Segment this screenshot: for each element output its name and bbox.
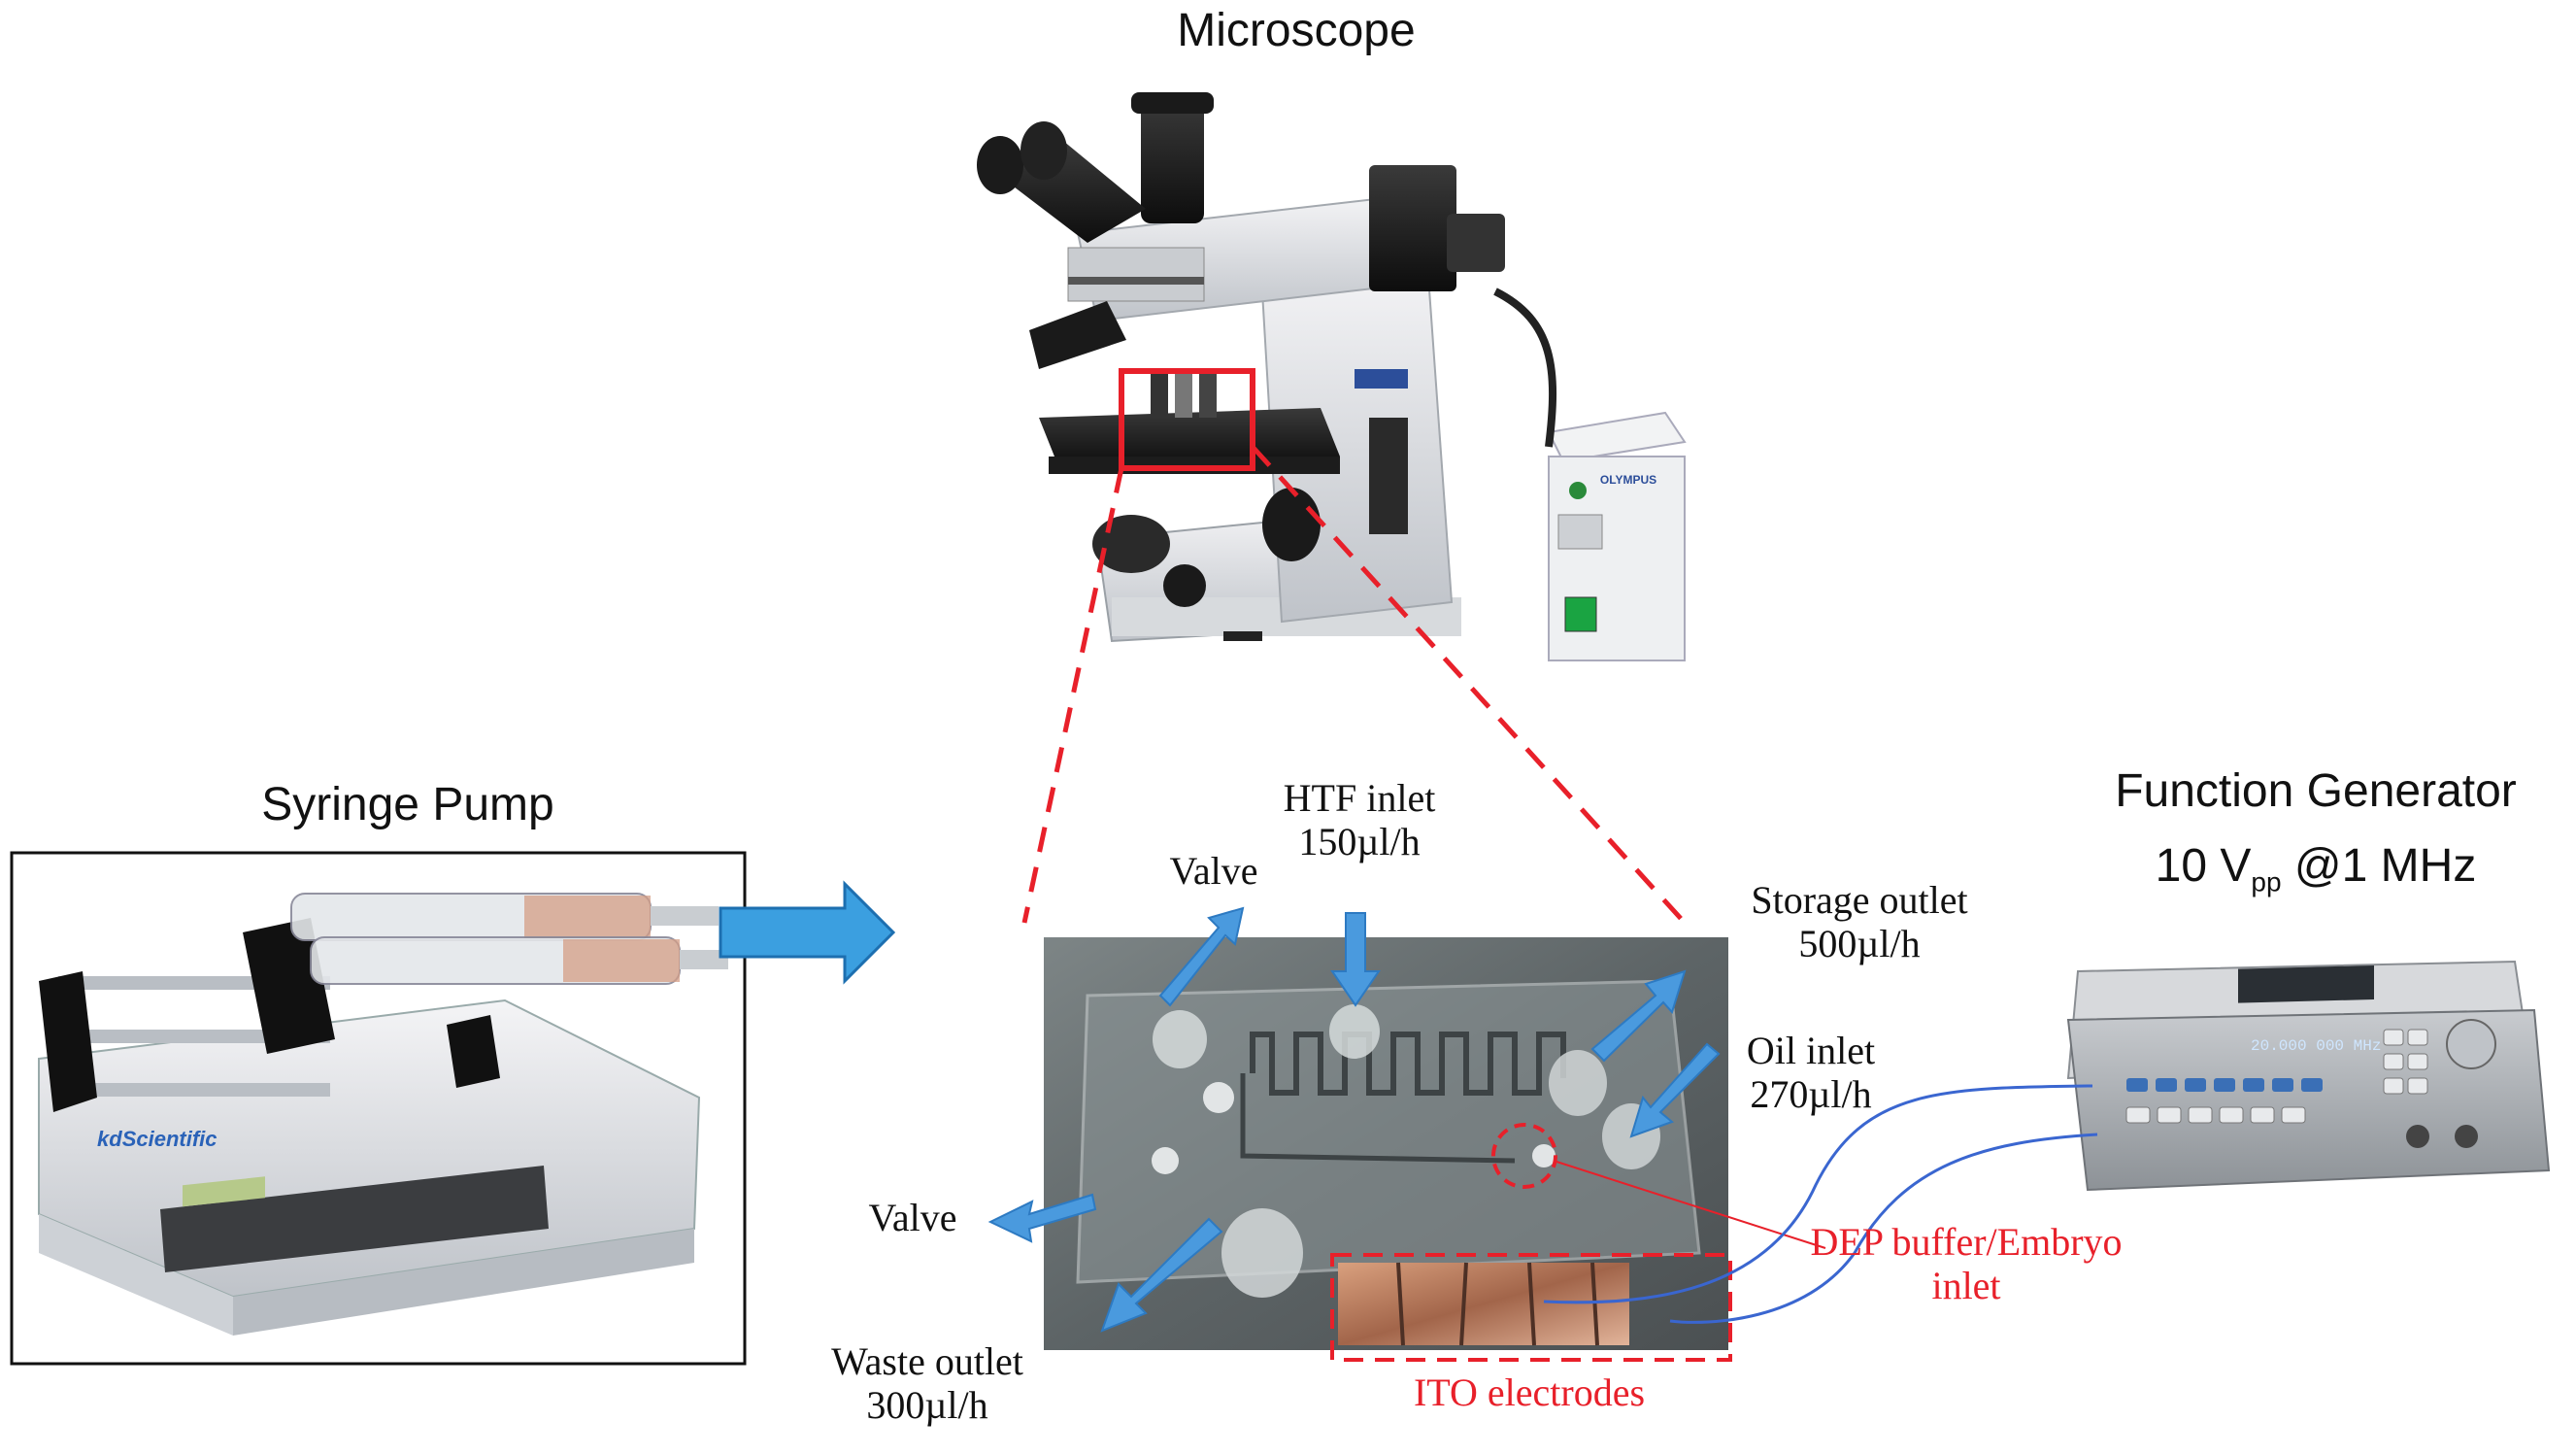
flow-arrow-pump-to-chip	[719, 880, 896, 985]
arrow-valve-top	[1158, 906, 1245, 1007]
arrow-oil-inlet	[1629, 1042, 1721, 1138]
microscope-title: Microscope	[1177, 5, 1416, 56]
waste-outlet-text: Waste outlet	[831, 1339, 1023, 1383]
fg-frequency: @1 MHz	[2293, 840, 2477, 892]
storage-outlet-text: Storage outlet	[1751, 878, 1968, 922]
microscope-image	[977, 92, 1687, 661]
ito-electrodes-box	[1330, 1253, 1732, 1362]
syringe-pump-image	[38, 893, 728, 1336]
microfluidic-chip-photo	[1044, 937, 1728, 1350]
fg-display-readout: 20.000 000 MHz	[2251, 1037, 2381, 1055]
htf-inlet-text: HTF inlet	[1283, 776, 1436, 820]
storage-outlet-rate: 500µl/h	[1798, 921, 1921, 965]
htf-inlet-label: HTF inlet 150µl/h	[1219, 776, 1500, 864]
fg-settings: 10 Vpp @1 MHz	[2088, 840, 2544, 897]
wire-1	[1543, 1084, 2093, 1304]
syringe-pump-title: Syringe Pump	[261, 779, 554, 830]
arrow-htf-inlet	[1330, 912, 1381, 1007]
valve-left-label: Valve	[868, 1196, 957, 1239]
olympus-logo: OLYMPUS	[1599, 473, 1657, 487]
fg-voltage-subscript: pp	[2251, 866, 2282, 897]
pump-brand-logo: kdScientific	[97, 1127, 217, 1151]
oil-inlet-label: Oil inlet 270µl/h	[1719, 1029, 1903, 1117]
dep-inlet-text: DEP buffer/Embryo	[1810, 1220, 2123, 1264]
wire-2	[1669, 1133, 2098, 1324]
waste-outlet-rate: 300µl/h	[866, 1382, 988, 1427]
oil-inlet-rate: 270µl/h	[1750, 1071, 1872, 1116]
dep-inlet-label: DEP buffer/Embryo inlet	[1806, 1220, 2126, 1308]
storage-outlet-label: Storage outlet 500µl/h	[1719, 878, 2000, 966]
arrow-valve-left	[987, 1193, 1097, 1243]
arrow-waste-outlet	[1100, 1217, 1223, 1333]
dep-inlet-marker	[1491, 1123, 1557, 1189]
valve-top-label: Valve	[1169, 849, 1258, 893]
ito-electrodes-label: ITO electrodes	[1413, 1370, 1646, 1414]
function-generator-image: 20.000 000 MHz	[2066, 960, 2551, 1192]
waste-outlet-label: Waste outlet 300µl/h	[811, 1339, 1044, 1428]
dep-inlet-text-2: inlet	[1931, 1263, 2001, 1307]
function-generator-title: Function Generator	[2115, 765, 2517, 817]
zoom-region-box	[1119, 368, 1255, 471]
zoom-line-left	[1021, 467, 1124, 924]
fg-voltage: 10 V	[2155, 840, 2252, 892]
oil-inlet-text: Oil inlet	[1746, 1029, 1876, 1072]
dep-leader-line	[1553, 1160, 1826, 1249]
zoom-line-right	[1251, 445, 1687, 925]
arrow-storage-outlet	[1590, 969, 1687, 1063]
power-supply-box	[1547, 411, 1687, 661]
htf-inlet-rate: 150µl/h	[1298, 819, 1421, 863]
